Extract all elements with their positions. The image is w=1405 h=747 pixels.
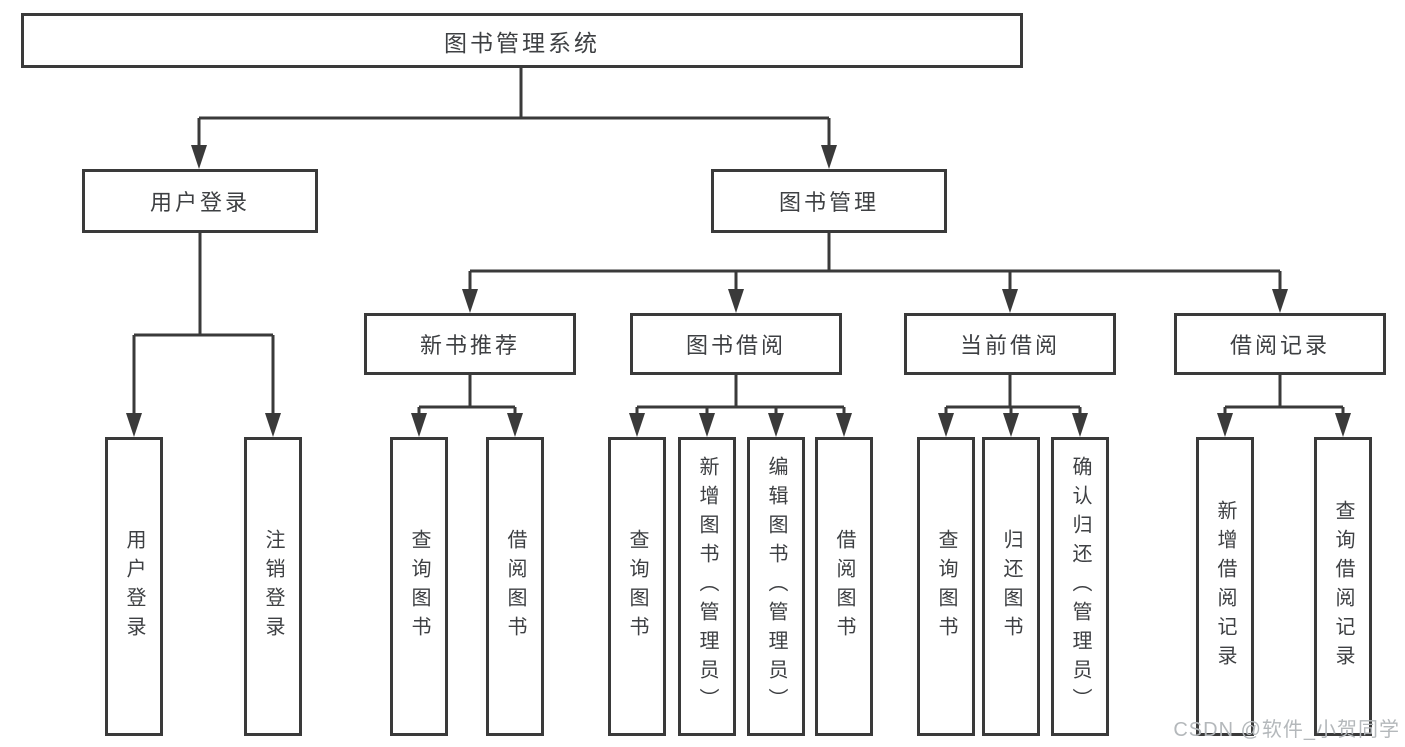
leaf-label: 新增图书（管理员） — [696, 456, 718, 717]
connector-new-book-to-leaves — [411, 375, 523, 437]
connector-book-mgmt-to-level3 — [462, 233, 1288, 313]
leaf-query-books-recommend: 查询图书 — [390, 437, 448, 736]
connector-root-to-level2 — [191, 68, 837, 169]
csdn-watermark: CSDN @软件_小贺同学 — [1173, 719, 1400, 741]
leaf-query-borrow-record: 查询借阅记录 — [1314, 437, 1372, 736]
leaf-return-books: 归还图书 — [982, 437, 1040, 736]
leaf-confirm-return-admin: 确认归还（管理员） — [1051, 437, 1109, 736]
leaf-query-books-current: 查询图书 — [917, 437, 975, 736]
leaf-label: 查询图书 — [408, 528, 430, 645]
leaf-label: 确认归还（管理员） — [1069, 456, 1091, 717]
connector-user-login-to-leaves — [126, 233, 281, 437]
node-new-book-recommend: 新书推荐 — [364, 313, 576, 375]
leaf-label: 查询图书 — [935, 528, 957, 645]
node-current-borrowing: 当前借阅 — [904, 313, 1116, 375]
leaf-label: 编辑图书（管理员） — [765, 456, 787, 717]
leaf-label: 归还图书 — [1000, 528, 1022, 645]
node-book-borrowing: 图书借阅 — [630, 313, 842, 375]
leaf-label: 借阅图书 — [504, 528, 526, 645]
connector-borrow-records-to-leaves — [1217, 375, 1351, 437]
leaf-query-books-borrow: 查询图书 — [608, 437, 666, 736]
leaf-label: 查询图书 — [626, 528, 648, 645]
node-user-login: 用户登录 — [82, 169, 318, 233]
leaf-label: 注销登录 — [262, 528, 284, 645]
connector-current-borrow-to-leaves — [938, 375, 1088, 437]
node-borrowing-records: 借阅记录 — [1174, 313, 1386, 375]
leaf-logout: 注销登录 — [244, 437, 302, 736]
leaf-user-login: 用户登录 — [105, 437, 163, 736]
connector-book-borrow-to-leaves — [629, 375, 852, 437]
leaf-label: 借阅图书 — [833, 528, 855, 645]
leaf-add-books-admin: 新增图书（管理员） — [678, 437, 736, 736]
leaf-borrow-books-recommend: 借阅图书 — [486, 437, 544, 736]
leaf-borrow-books: 借阅图书 — [815, 437, 873, 736]
leaf-label: 新增借阅记录 — [1214, 499, 1236, 674]
leaf-label: 查询借阅记录 — [1332, 499, 1354, 674]
leaf-edit-books-admin: 编辑图书（管理员） — [747, 437, 805, 736]
leaf-label: 用户登录 — [123, 528, 145, 645]
leaf-add-borrow-record: 新增借阅记录 — [1196, 437, 1254, 736]
node-library-system: 图书管理系统 — [21, 13, 1023, 68]
node-book-management: 图书管理 — [711, 169, 947, 233]
